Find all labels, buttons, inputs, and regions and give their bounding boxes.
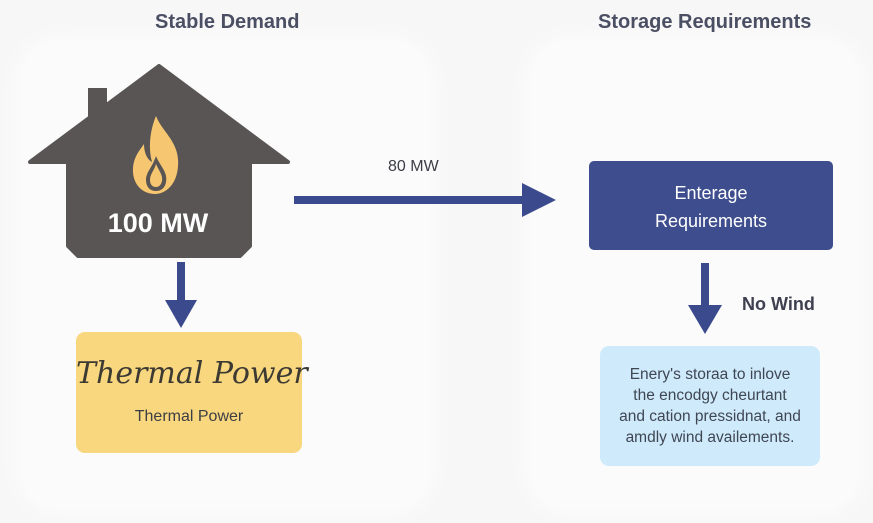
storage-box-line-1: Enterage (674, 183, 748, 203)
stable-demand-title: Stable Demand (155, 11, 300, 33)
no-wind-label: No Wind (742, 294, 815, 314)
thermal-power-subtext: Thermal Power (134, 408, 244, 425)
thermal-power-box: Thermal Power Thermal Power (76, 332, 308, 453)
storage-requirements-title: Storage Requirements (598, 11, 812, 33)
house-demand-value: 100 MW (107, 208, 209, 238)
arrow-down-right (688, 263, 722, 334)
flow-label: 80 MW (388, 158, 439, 175)
storage-box-line-2: Requirements (654, 211, 768, 231)
arrow-down-left (165, 262, 197, 328)
note-line: and cation pressidnat, and (619, 408, 801, 425)
flame-icon (132, 116, 179, 194)
storage-requirements-box: Enterage Requirements (589, 161, 833, 250)
storage-note-box: Enery's storaa to inlove the encodgy che… (600, 346, 820, 466)
note-line: Enery's storaa to inlove (629, 366, 791, 383)
note-line: the encodgy cheurtant (633, 387, 787, 404)
thermal-power-heading: Thermal Power (76, 356, 308, 391)
note-line: amdly wind availements. (625, 429, 795, 446)
arrow-right (294, 183, 556, 217)
